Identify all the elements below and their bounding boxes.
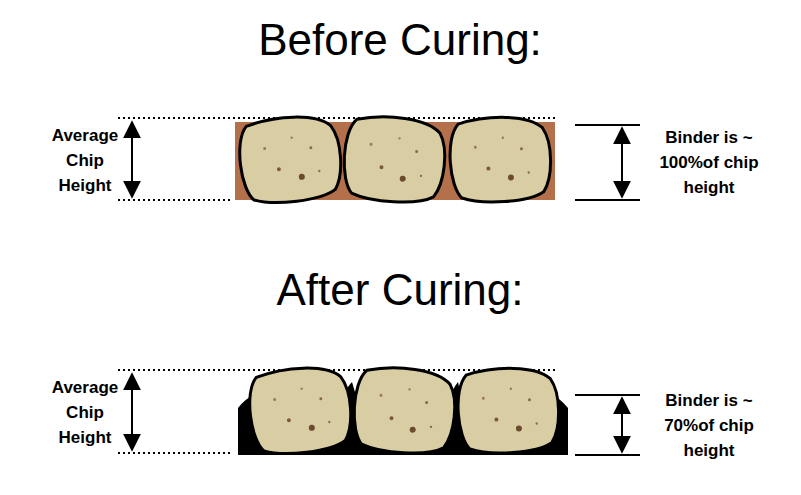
bracket-line xyxy=(575,124,640,126)
binder-arrow xyxy=(621,398,623,452)
section-heading: Before Curing: xyxy=(258,16,542,64)
height-arrow xyxy=(131,122,133,197)
binder-note: Binder is ~ 70%of chip height xyxy=(646,388,772,463)
binder-note: Binder is ~ 100%of chip height xyxy=(646,125,772,200)
chip-bottom-line xyxy=(118,199,232,201)
stone-chip xyxy=(246,363,355,457)
stone-chip xyxy=(456,366,561,456)
stone-chip xyxy=(341,114,447,205)
section-heading: After Curing: xyxy=(277,266,524,314)
dimension-label: Average Chip Height xyxy=(46,375,124,450)
bracket-line xyxy=(575,199,640,201)
stone-chip xyxy=(236,112,345,206)
bracket-line xyxy=(575,454,640,456)
dimension-label: Average Chip Height xyxy=(46,123,124,198)
chip-bottom-line xyxy=(118,452,232,454)
bracket-line xyxy=(575,394,640,396)
height-arrow xyxy=(131,374,133,450)
binder-arrow xyxy=(621,128,623,197)
stone-chip xyxy=(351,365,457,456)
stone-chip xyxy=(448,115,553,205)
